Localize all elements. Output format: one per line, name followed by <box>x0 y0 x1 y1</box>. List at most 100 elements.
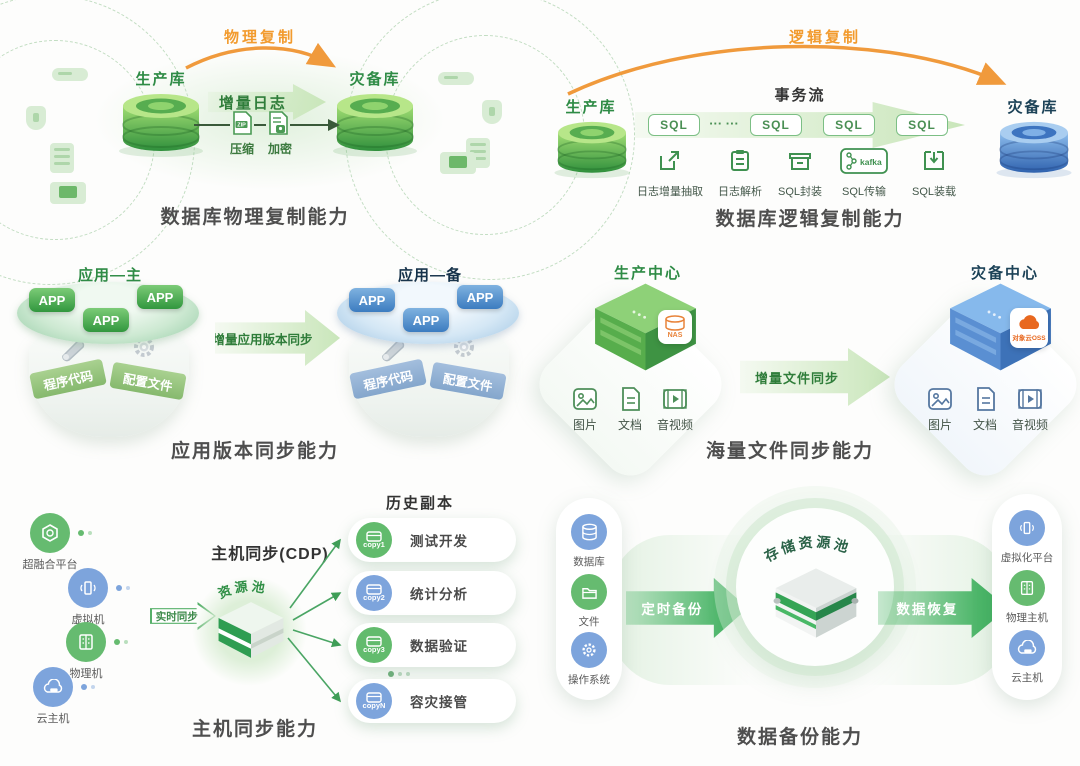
cloud-host-icon <box>33 667 73 707</box>
copy-pill: copyN 容灾接管 <box>348 679 516 723</box>
pool-curved-label: 存储资源池 <box>762 534 853 565</box>
physical-host-icon <box>1009 570 1045 606</box>
sql-pill: SQL <box>896 114 948 136</box>
stream-title: 事务流 <box>774 87 826 104</box>
link-dots <box>78 530 92 536</box>
arrow-label: 实时同步 <box>155 610 198 623</box>
source-center-label: 生产中心 <box>613 265 682 282</box>
sql-dots: ··· ··· <box>709 116 739 131</box>
file-type-label: 图片 <box>572 418 597 432</box>
copies-title: 历史副本 <box>385 495 454 512</box>
panel-caption: 数据库逻辑复制能力 <box>715 209 905 230</box>
data-restore-arrow: 数据恢复 <box>878 578 1008 638</box>
step-sql-pack: SQL封装 <box>762 148 838 199</box>
shield-icon <box>26 106 46 130</box>
file-type-label: 图片 <box>927 418 952 432</box>
step-sql-load: SQL装载 <box>896 148 972 199</box>
link-dots <box>116 585 130 591</box>
copy-icon: copy1 <box>356 522 392 558</box>
server-icon <box>50 143 74 173</box>
panel-caption: 数据备份能力 <box>736 727 863 748</box>
kafka-icon: kafka <box>840 148 888 174</box>
shield-icon <box>482 100 502 124</box>
source-db-label: 生产库 <box>135 71 187 88</box>
source-label: 云主机 <box>36 713 70 725</box>
step-label: SQL装载 <box>911 186 956 198</box>
copy-pill: copy1 测试开发 <box>348 518 516 562</box>
app-badge: APP <box>349 288 395 312</box>
copy-label: 容灾接管 <box>410 695 468 710</box>
copy-tag: copy2 <box>363 593 385 602</box>
copy-tag: copy3 <box>363 645 385 654</box>
arrow-label: 数据恢复 <box>896 602 959 617</box>
file-type-label: 文档 <box>972 418 997 432</box>
document-icon <box>622 387 640 411</box>
router-icon <box>438 72 474 85</box>
curved-arrow <box>567 44 1007 96</box>
backup-source-label: 操作系统 <box>568 674 610 686</box>
source-label: 物理机 <box>69 668 103 680</box>
copy-tag: copy1 <box>363 540 385 549</box>
curved-arrow <box>185 42 337 70</box>
restore-target-label: 虚拟化平台 <box>1000 552 1054 564</box>
more-dots <box>388 671 410 677</box>
app-badge: APP <box>403 308 449 332</box>
app-badge-label: APP <box>466 289 494 305</box>
app-badge-label: APP <box>358 292 386 308</box>
app-platform-standby: 程序代码 配置文件 APP APP APP <box>335 280 525 445</box>
panel-app-version-sync: 应用—主 程序代码 配置文件 APP APP APP 增量应用版本同步 应用—备… <box>0 240 540 480</box>
physical-machine-icon <box>66 622 106 662</box>
arrow-label: 增量日志 <box>218 94 287 112</box>
step-label: 日志增量抽取 <box>637 186 703 198</box>
app-badge-label: APP <box>38 292 66 308</box>
folder-icon <box>571 574 607 610</box>
step-label: 日志解析 <box>718 186 762 198</box>
app-badge: APP <box>457 285 503 309</box>
sql-pill: SQL <box>648 114 700 136</box>
standby-app-label: 应用—备 <box>397 267 462 284</box>
flow-title: 逻辑复制 <box>788 29 861 46</box>
step-log-extract: 日志增量抽取 <box>632 148 708 199</box>
scheduled-backup-arrow: 定时备份 <box>626 578 748 638</box>
panel-caption: 主机同步能力 <box>191 719 318 740</box>
restore-target-label: 物理主机 <box>1006 612 1048 624</box>
database-icon <box>333 94 417 157</box>
svg-text:ZIP: ZIP <box>237 123 246 129</box>
panel-caption: 应用版本同步能力 <box>170 441 339 462</box>
app-badge-label: APP <box>92 312 120 328</box>
database-icon <box>996 121 1072 179</box>
host-sync-title: 主机同步(CDP) <box>211 546 329 563</box>
backup-source-label: 数据库 <box>573 556 605 568</box>
step-label: SQL封装 <box>777 186 822 198</box>
app-sync-arrow: 增量应用版本同步 <box>215 310 340 366</box>
storage-pool-box-icon <box>773 568 859 638</box>
arrow-label: 定时备份 <box>641 602 704 617</box>
image-icon <box>573 388 597 410</box>
file-type-label: 音视频 <box>1011 418 1048 432</box>
app-badge: APP <box>29 288 75 312</box>
database-icon <box>119 94 203 157</box>
document-icon <box>977 387 995 411</box>
sql-pill: SQL <box>823 114 875 136</box>
source-label: 超融合平台 <box>22 559 78 571</box>
pool-curved-label: 资源池 <box>216 579 266 602</box>
cloud-host-icon <box>1009 630 1045 666</box>
panel-host-sync: 超融合平台 虚拟机 物理机 云主机 主机同步(CDP) 实时同步 资源池 <box>0 480 540 766</box>
copy-connectors <box>287 538 342 703</box>
file-type-label: 音视频 <box>656 418 693 432</box>
app-badge-label: APP <box>412 312 440 328</box>
copy-icon: copy2 <box>356 575 392 611</box>
oss-badge: 对象云OSS <box>1010 308 1048 348</box>
zip-file-icon: ZIP <box>233 111 252 135</box>
svg-text:存储资源池: 存储资源池 <box>762 534 853 565</box>
virtual-machine-icon <box>68 568 108 608</box>
cloud-icon <box>1019 315 1040 329</box>
app-badge: APP <box>137 285 183 309</box>
panel-file-sync: 生产中心 NAS 图片 文档 音视频 增量文件同步 灾备中心 <box>527 240 1080 488</box>
copy-label: 数据验证 <box>410 639 468 654</box>
pool-label: 存储资源池 <box>762 534 850 565</box>
app-platform-primary: 程序代码 配置文件 APP APP APP <box>15 280 205 445</box>
database-icon <box>554 121 630 179</box>
arrow-label: 增量应用版本同步 <box>212 332 313 347</box>
